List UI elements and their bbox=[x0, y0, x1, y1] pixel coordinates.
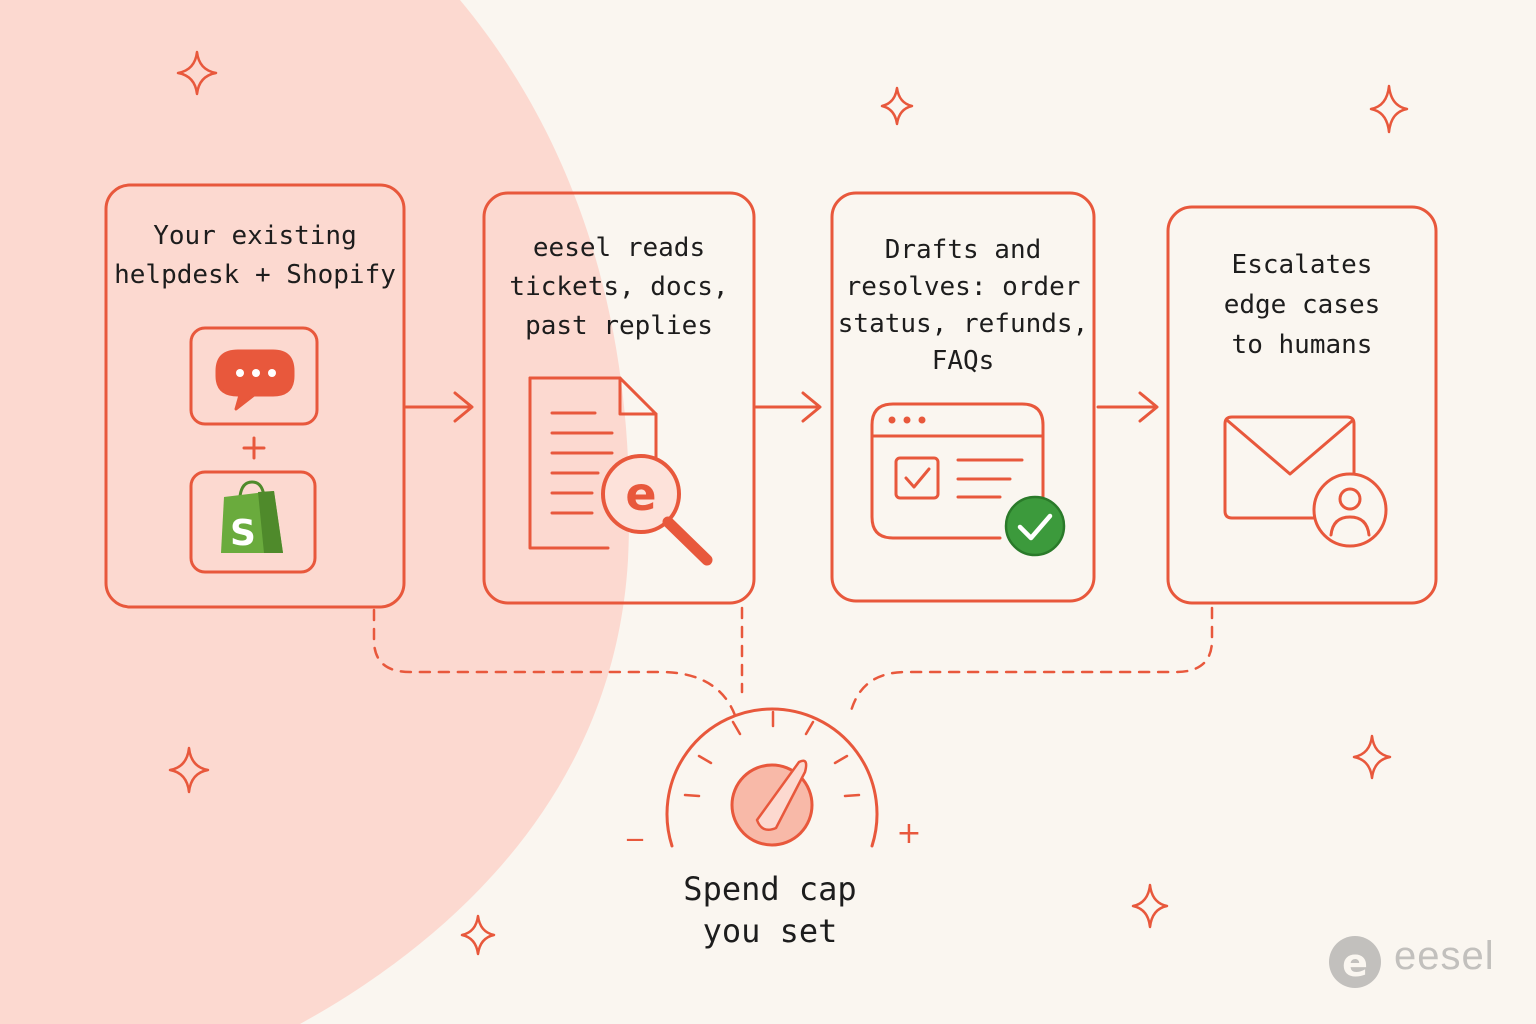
step-box-helpdesk bbox=[104, 183, 406, 609]
sparkle-icons bbox=[168, 50, 1409, 956]
step-label-reads: eesel reads tickets, docs, past replies bbox=[484, 229, 754, 346]
sparkle-icon bbox=[1131, 883, 1169, 929]
step-box-resolves bbox=[830, 191, 1096, 603]
step-label-escalates: Escalates edge cases to humans bbox=[1168, 245, 1436, 365]
step-box-reads bbox=[482, 191, 756, 605]
spend-cap-line: Spend cap bbox=[683, 870, 857, 908]
step-label-line: Drafts and bbox=[884, 235, 1042, 265]
shopify-letter: S bbox=[230, 513, 256, 554]
sparkle-icon bbox=[176, 50, 218, 96]
step-label-line: tickets, docs, bbox=[509, 272, 729, 302]
step-label-line: helpdesk + Shopify bbox=[114, 260, 396, 290]
logo-letter: e bbox=[1342, 941, 1368, 985]
spend-cap-line: you set bbox=[702, 912, 838, 950]
sparkle-icon bbox=[460, 914, 496, 956]
step-label-line: eesel reads bbox=[532, 233, 706, 263]
step-label-line: FAQs bbox=[931, 346, 995, 376]
search-letter: e bbox=[625, 467, 656, 521]
sparkle-icon bbox=[168, 746, 210, 794]
step-label-line: resolves: order bbox=[845, 272, 1081, 302]
spend-cap-label: Spend cap you set bbox=[620, 868, 920, 952]
brand-logo: eesel bbox=[1326, 934, 1495, 979]
gauge-minus-sign: − bbox=[624, 825, 646, 855]
step-label-helpdesk: Your existing helpdesk + Shopify bbox=[106, 217, 404, 295]
shopify-bag-icon: S bbox=[189, 470, 317, 574]
plus-icon bbox=[242, 436, 266, 460]
dashed-connector bbox=[372, 606, 1214, 720]
sparkle-icon bbox=[1352, 734, 1392, 780]
sparkle-icon bbox=[1369, 84, 1409, 134]
browser-checkbox-icon bbox=[870, 402, 1066, 557]
step-box-escalates bbox=[1166, 205, 1438, 605]
step-label-resolves: Drafts and resolves: order status, refun… bbox=[832, 232, 1094, 380]
spend-cap-gauge-icon bbox=[665, 707, 879, 848]
eesel-logo-icon: e bbox=[1329, 936, 1381, 988]
step-label-line: edge cases bbox=[1223, 290, 1381, 320]
step-label-line: Your existing bbox=[153, 221, 357, 251]
arrow-icon bbox=[754, 391, 822, 423]
step-label-line: to humans bbox=[1231, 330, 1373, 360]
arrow-icon bbox=[404, 391, 474, 423]
sparkle-icon bbox=[880, 86, 914, 126]
step-label-line: status, refunds, bbox=[837, 309, 1089, 339]
step-label-line: past replies bbox=[525, 311, 713, 341]
document-search-icon: e bbox=[528, 376, 713, 566]
step-label-line: Escalates bbox=[1231, 250, 1373, 280]
brand-name: eesel bbox=[1394, 934, 1495, 978]
chat-bubble-icon bbox=[189, 326, 319, 426]
gauge-plus-sign: + bbox=[896, 816, 921, 851]
arrow-icon bbox=[1096, 391, 1159, 423]
mail-person-icon bbox=[1223, 415, 1388, 548]
